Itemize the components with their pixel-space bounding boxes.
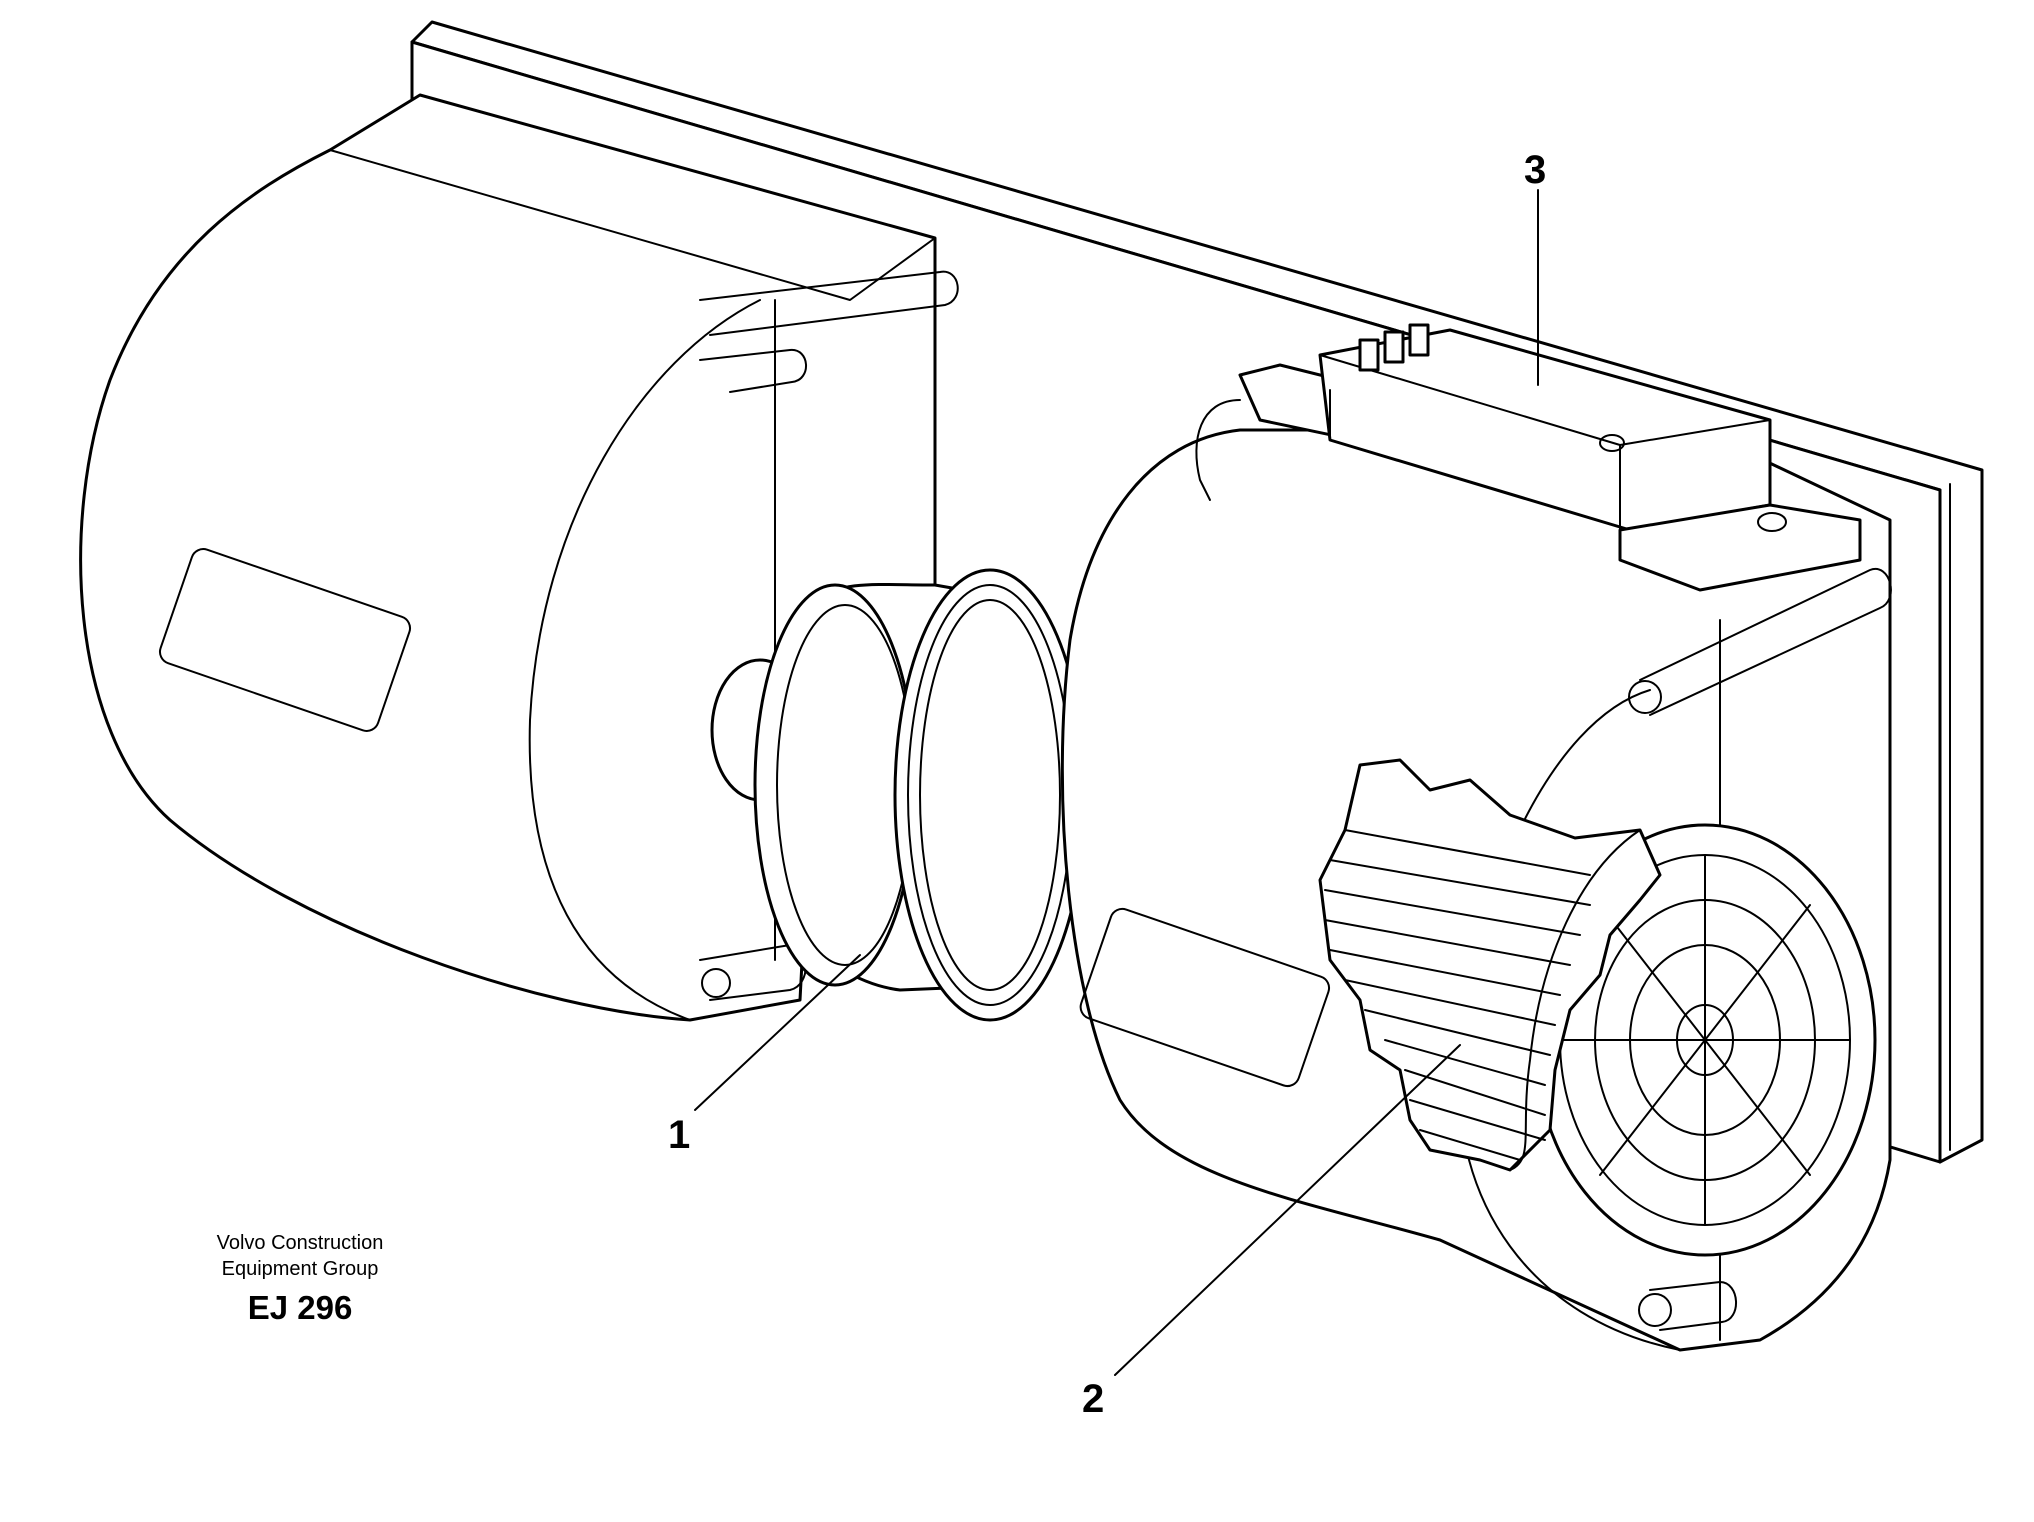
callout-2: 2: [1082, 1377, 1104, 1421]
figure-caption: Volvo Construction Equipment Group EJ 29…: [150, 1230, 450, 1330]
caption-figure-code: EJ 296: [247, 1289, 353, 1326]
leader-line-2: [1114, 1044, 1461, 1376]
resistor-unit: [1195, 323, 1862, 592]
caption-company-line-2: Equipment Group: [221, 1258, 379, 1280]
caption-company-line-1: Volvo Construction: [216, 1232, 384, 1254]
motor-band: [893, 568, 1087, 1022]
left-blower-housing: [79, 93, 959, 1022]
callout-3: 3: [1524, 148, 1546, 192]
callout-1: 1: [668, 1113, 690, 1157]
fan-wheel-cutaway: [1318, 758, 1662, 1172]
leader-line-1: [694, 954, 861, 1111]
leader-lines: [694, 189, 1539, 1376]
